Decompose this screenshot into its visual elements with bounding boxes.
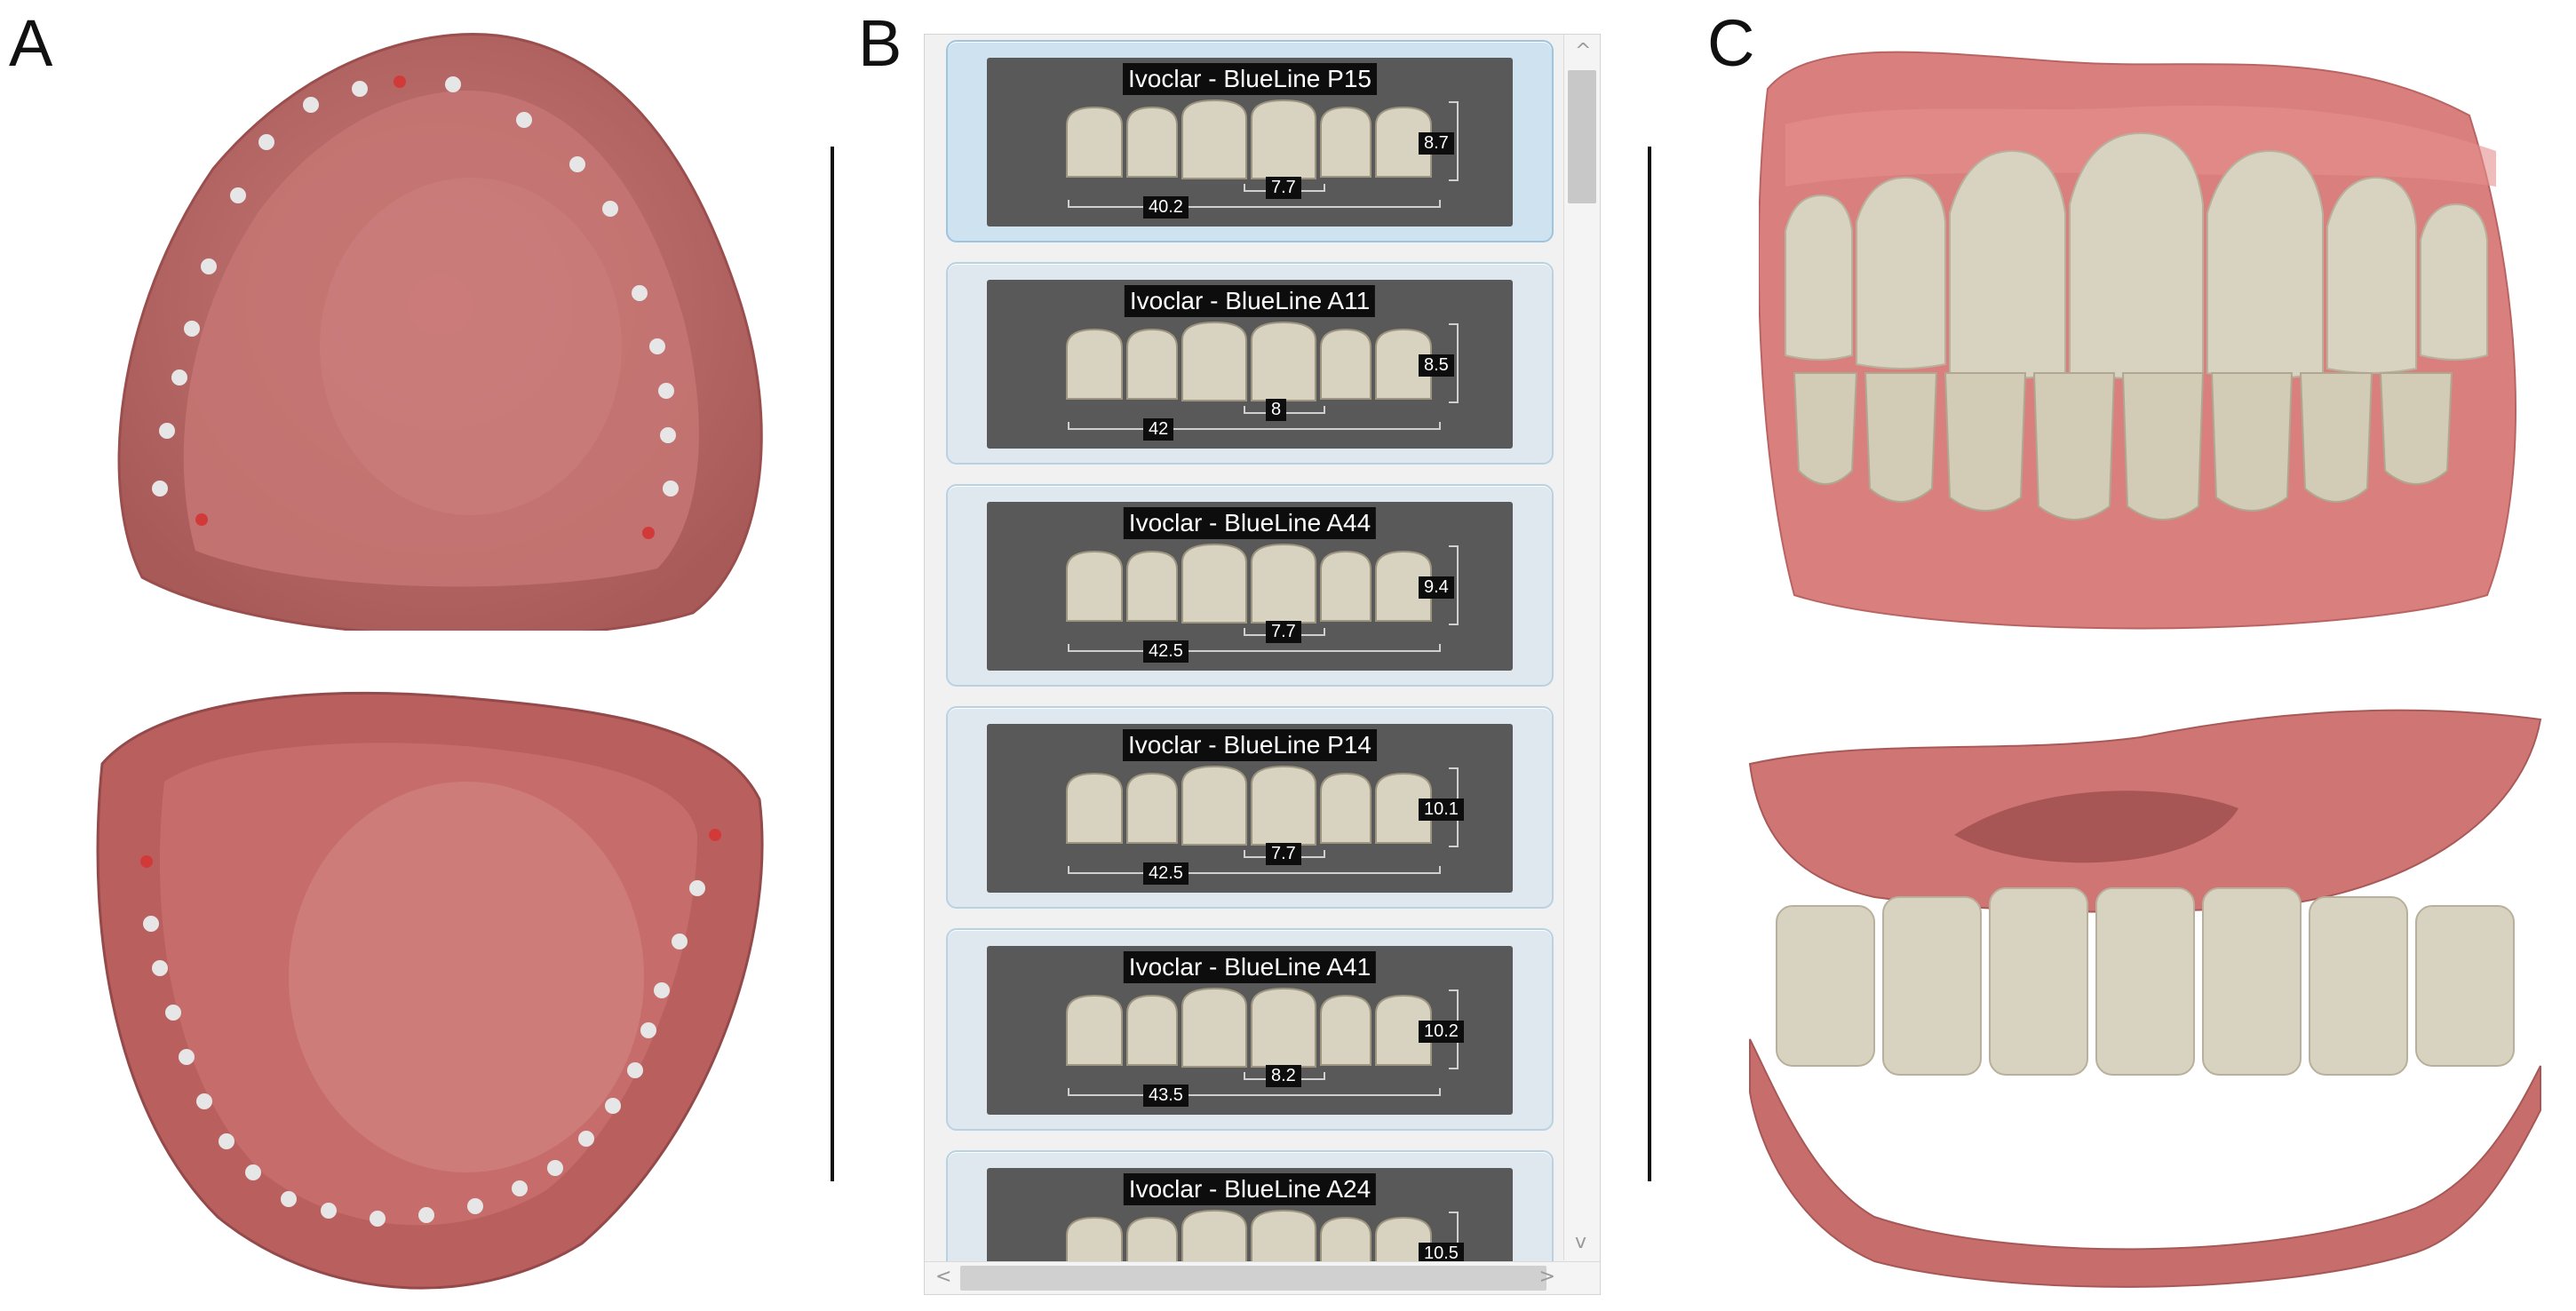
panel-label-b: B: [858, 6, 902, 80]
chevron-up-icon[interactable]: ^: [1575, 40, 1592, 62]
tooth-mould-card[interactable]: Ivoclar - BlueLine A41 10.2 43.5 8.2: [946, 928, 1554, 1131]
tooth: [1126, 994, 1178, 1066]
tooth: [1320, 994, 1371, 1066]
width-bracket: [1068, 644, 1441, 652]
vertical-scrollbar[interactable]: ^ v: [1563, 35, 1600, 1260]
tooth: [1066, 994, 1123, 1066]
tooth-mould-title: Ivoclar - BlueLine P15: [1123, 63, 1377, 95]
tooth-mould-card[interactable]: Ivoclar - BlueLine P14 10.1 42.5 7.7: [946, 706, 1554, 909]
tooth: [1066, 550, 1123, 622]
lower-arch-markers: [140, 829, 721, 1227]
anterior-teeth-set: [1066, 765, 1459, 874]
width-bracket: [1068, 866, 1441, 874]
tooth: [1320, 772, 1371, 844]
anterior-teeth-set: [1066, 543, 1459, 652]
tooth-mould-card[interactable]: Ivoclar - BlueLine A44 9.4 42.5 7.7: [946, 484, 1554, 687]
tooth: [1375, 328, 1432, 400]
width-bracket: [1068, 422, 1441, 430]
panel-label-a: A: [9, 6, 53, 80]
arch-width-value: 43.5: [1143, 1085, 1189, 1107]
central-width-value: 7.7: [1266, 843, 1301, 865]
lower-arch-scan[interactable]: [84, 675, 777, 1297]
tooth: [1126, 106, 1178, 178]
height-bracket: [1449, 323, 1459, 403]
anterior-teeth-set: [1066, 321, 1459, 430]
tooth: [1181, 99, 1247, 179]
denture-closed-view[interactable]: [1758, 18, 2532, 644]
chevron-down-icon[interactable]: v: [1575, 1231, 1587, 1253]
tooth: [1320, 328, 1371, 400]
tooth: [1181, 543, 1247, 624]
divider-right: [1648, 147, 1651, 1181]
central-width-value: 7.7: [1266, 621, 1301, 643]
upper-teeth: [1785, 131, 2488, 379]
tooth-height-value: 8.7: [1419, 132, 1454, 155]
tooth-mould-card[interactable]: Ivoclar - BlueLine A11 8.5 42 8: [946, 262, 1554, 465]
anterior-teeth-set: [1066, 99, 1459, 208]
tooth: [1251, 765, 1316, 846]
tooth-mould-title: Ivoclar - BlueLine A44: [1123, 507, 1377, 539]
central-width-value: 8.2: [1266, 1065, 1301, 1087]
tooth: [1126, 772, 1178, 844]
divider-left: [831, 147, 834, 1181]
arch-width-value: 42: [1143, 418, 1174, 441]
open-view-teeth: [1776, 887, 2515, 1076]
tooth-mould-title: Ivoclar - BlueLine A24: [1123, 1173, 1377, 1205]
tooth: [1066, 328, 1123, 400]
chevron-left-icon[interactable]: <: [935, 1266, 952, 1288]
width-bracket: [1068, 1088, 1441, 1096]
panel-label-c: C: [1707, 6, 1755, 80]
tooth-mould-preview: Ivoclar - BlueLine A11 8.5 42 8: [987, 280, 1513, 449]
tooth-mould-title: Ivoclar - BlueLine A41: [1123, 951, 1377, 983]
tooth-height-value: 8.5: [1419, 354, 1454, 377]
tooth: [1375, 772, 1432, 844]
lower-teeth: [1793, 372, 2453, 520]
upper-arch-markers: [152, 75, 679, 539]
tooth-mould-title: Ivoclar - BlueLine A11: [1124, 285, 1376, 317]
height-bracket: [1449, 545, 1459, 625]
tooth: [1375, 106, 1432, 178]
tooth-mould-preview: Ivoclar - BlueLine P14 10.1 42.5 7.7: [987, 724, 1513, 893]
tooth-mould-title: Ivoclar - BlueLine P14: [1123, 729, 1377, 761]
tooth: [1181, 765, 1247, 846]
tooth: [1066, 772, 1123, 844]
tooth-mould-card[interactable]: Ivoclar - BlueLine P15 8.7 40.2 7.7: [946, 40, 1554, 242]
vertical-scroll-thumb[interactable]: [1568, 70, 1596, 203]
anterior-teeth-set: [1066, 987, 1459, 1096]
tooth: [1251, 99, 1316, 179]
tooth-height-value: 10.1: [1419, 799, 1464, 821]
chevron-right-icon[interactable]: >: [1538, 1266, 1555, 1288]
tooth: [1181, 321, 1247, 401]
tooth-height-value: 10.5: [1419, 1243, 1464, 1265]
central-bracket: [1244, 1294, 1324, 1295]
horizontal-scrollbar[interactable]: < >: [925, 1261, 1600, 1294]
tooth: [1066, 106, 1123, 178]
tooth: [1251, 321, 1316, 401]
central-width-value: 7.7: [1266, 177, 1301, 199]
central-width-value: 8: [1266, 399, 1287, 421]
upper-arch-scan[interactable]: [80, 27, 782, 631]
tooth-height-value: 9.4: [1419, 576, 1454, 599]
tooth-mould-preview: Ivoclar - BlueLine A44 9.4 42.5 7.7: [987, 502, 1513, 671]
tooth: [1251, 543, 1316, 624]
height-bracket: [1449, 101, 1459, 181]
arch-width-value: 40.2: [1143, 196, 1189, 218]
tooth: [1181, 987, 1247, 1068]
tooth: [1375, 994, 1432, 1066]
arch-width-value: 42.5: [1143, 640, 1189, 663]
arch-width-value: 42.5: [1143, 862, 1189, 885]
tooth: [1126, 328, 1178, 400]
horizontal-scroll-thumb[interactable]: [960, 1266, 1546, 1291]
tooth: [1251, 987, 1316, 1068]
tooth: [1126, 550, 1178, 622]
denture-open-view[interactable]: [1741, 684, 2558, 1292]
tooth: [1320, 550, 1371, 622]
tooth-mould-preview: Ivoclar - BlueLine P15 8.7 40.2 7.7: [987, 58, 1513, 226]
tooth-mould-preview: Ivoclar - BlueLine A41 10.2 43.5 8.2: [987, 946, 1513, 1115]
tooth: [1375, 550, 1432, 622]
tooth: [1320, 106, 1371, 178]
tooth-height-value: 10.2: [1419, 1021, 1464, 1043]
width-bracket: [1068, 200, 1441, 208]
